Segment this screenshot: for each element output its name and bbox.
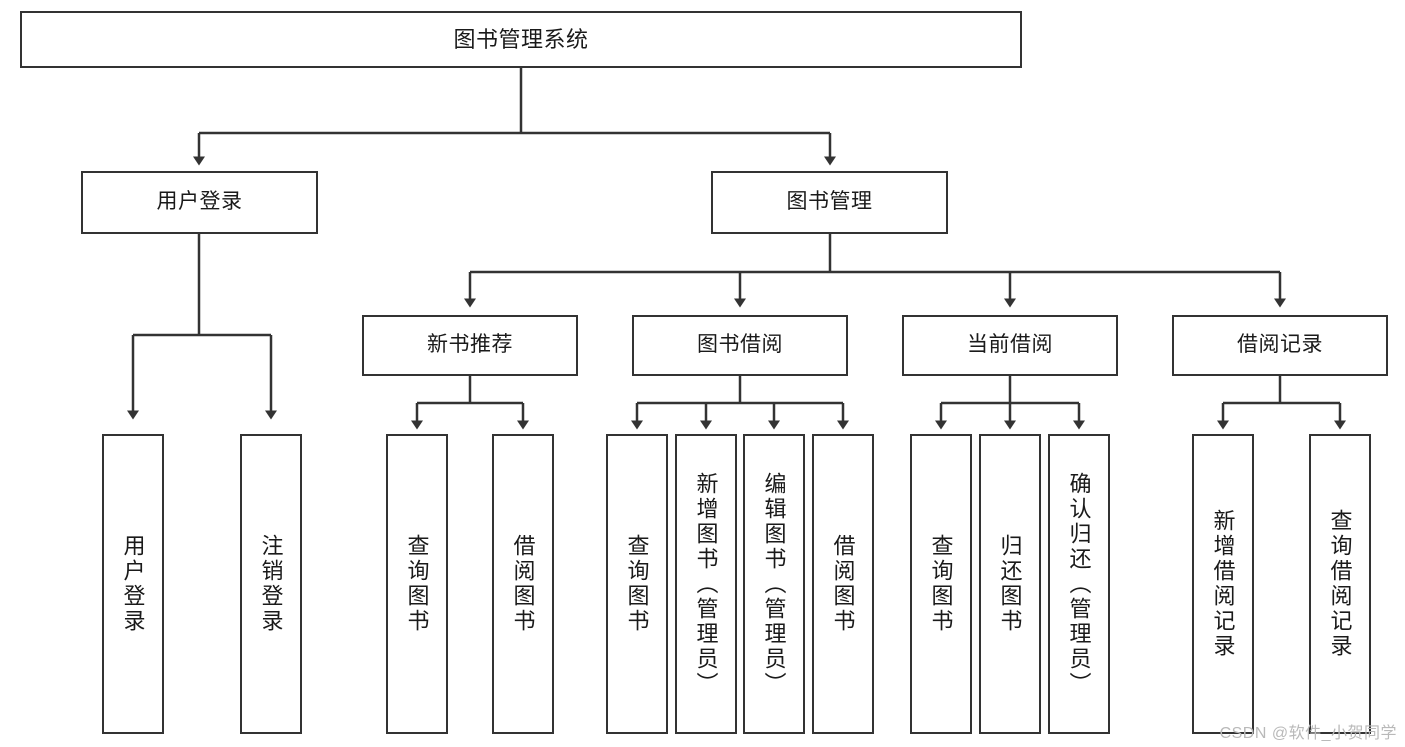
node-leaf-return-book-label: 归还图书 [997,534,1023,634]
node-leaf-confirm-return-label: 确认归还（管理员） [1066,471,1092,697]
node-leaf-return-book[interactable]: 归还图书 [979,434,1041,734]
node-root-label: 图书管理系统 [453,26,589,52]
node-leaf-add-record-label: 新增借阅记录 [1210,509,1236,659]
node-leaf-edit-book[interactable]: 编辑图书（管理员） [743,434,805,734]
node-leaf-confirm-return[interactable]: 确认归还（管理员） [1048,434,1110,734]
node-book-borrow[interactable]: 图书借阅 [632,315,848,376]
node-new-book-recommend-label: 新书推荐 [427,333,513,357]
node-current-borrow-label: 当前借阅 [967,333,1053,357]
node-leaf-add-book-label: 新增图书（管理员） [693,471,719,697]
node-book-manage-label: 图书管理 [786,190,873,214]
node-leaf-add-record[interactable]: 新增借阅记录 [1192,434,1254,734]
node-leaf-borrow-book-1-label: 借阅图书 [510,534,536,634]
node-user-login-label: 用户登录 [156,190,243,214]
node-leaf-add-book[interactable]: 新增图书（管理员） [675,434,737,734]
node-leaf-edit-book-label: 编辑图书（管理员） [761,471,787,697]
node-leaf-query-book-3[interactable]: 查询图书 [910,434,972,734]
node-root[interactable]: 图书管理系统 [20,11,1022,68]
node-leaf-query-record[interactable]: 查询借阅记录 [1309,434,1371,734]
node-leaf-query-book-2[interactable]: 查询图书 [606,434,668,734]
node-borrow-record[interactable]: 借阅记录 [1172,315,1388,376]
node-new-book-recommend[interactable]: 新书推荐 [362,315,578,376]
node-current-borrow[interactable]: 当前借阅 [902,315,1118,376]
node-leaf-borrow-book-2[interactable]: 借阅图书 [812,434,874,734]
node-book-borrow-label: 图书借阅 [697,333,783,357]
node-leaf-logout[interactable]: 注销登录 [240,434,302,734]
node-leaf-borrow-book-2-label: 借阅图书 [830,534,856,634]
node-leaf-logout-label: 注销登录 [258,534,284,634]
node-leaf-query-book-2-label: 查询图书 [624,534,650,634]
node-leaf-user-login-label: 用户登录 [120,534,146,634]
node-leaf-borrow-book-1[interactable]: 借阅图书 [492,434,554,734]
node-leaf-user-login[interactable]: 用户登录 [102,434,164,734]
node-leaf-query-book-1[interactable]: 查询图书 [386,434,448,734]
node-book-manage[interactable]: 图书管理 [711,171,948,234]
node-leaf-query-book-3-label: 查询图书 [928,534,954,634]
node-leaf-query-record-label: 查询借阅记录 [1327,509,1353,659]
node-user-login[interactable]: 用户登录 [81,171,318,234]
watermark: CSDN @软件_小贺同学 [1219,725,1397,742]
node-leaf-query-book-1-label: 查询图书 [404,534,430,634]
node-borrow-record-label: 借阅记录 [1237,333,1323,357]
